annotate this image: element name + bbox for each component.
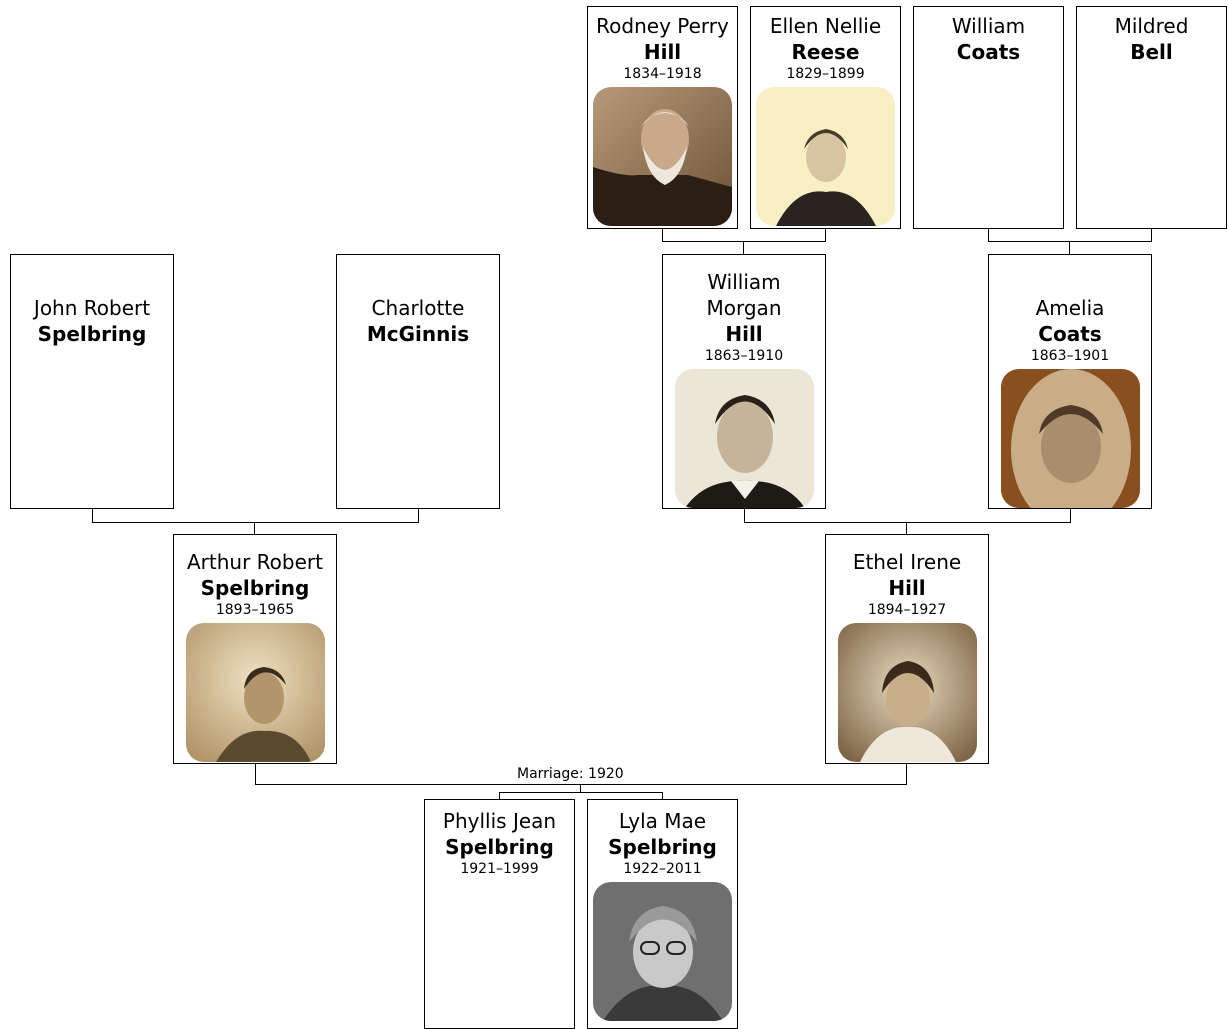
connector-line: [255, 764, 256, 784]
person-given-name: Rodney Perry: [596, 14, 729, 38]
person-given-name: Arthur Robert: [187, 550, 323, 574]
person-card-amelia-coats[interactable]: Amelia Coats 1863–1901: [988, 254, 1152, 509]
person-dates: 1834–1918: [623, 66, 702, 82]
person-surname: Hill: [643, 40, 682, 64]
portrait-photo[interactable]: [185, 623, 325, 762]
person-dates: 1863–1910: [704, 348, 784, 364]
person-given-name: Ethel Irene: [852, 550, 962, 574]
young-man-portrait-image: [674, 369, 814, 508]
person-surname: Hill: [725, 322, 763, 346]
person-surname: Coats: [956, 40, 1021, 64]
person-dates: 1921–1999: [460, 861, 539, 877]
person-dates: 1829–1899: [786, 66, 865, 82]
person-card-william-coats[interactable]: William Coats: [913, 6, 1064, 229]
connector-line: [580, 784, 581, 792]
person-dates: 1863–1901: [1030, 348, 1110, 364]
connector-line: [499, 792, 663, 793]
person-surname: Reese: [791, 40, 860, 64]
connector-line: [1069, 241, 1070, 255]
person-card-charlotte-mcginnis[interactable]: Charlotte McGinnis: [336, 254, 500, 509]
connector-line: [743, 241, 744, 255]
soldier-portrait-image: [185, 623, 325, 762]
person-given-name: Ellen Nellie: [769, 14, 882, 38]
person-card-ethel-irene-hill[interactable]: Ethel Irene Hill 1894–1927: [825, 534, 989, 764]
connector-line: [662, 229, 663, 241]
portrait-photo[interactable]: [1000, 369, 1140, 508]
connector-line: [744, 509, 745, 522]
person-card-lyla-mae-spelbring[interactable]: Lyla Mae Spelbring 1922–2011: [587, 799, 738, 1029]
connector-line: [906, 522, 907, 535]
person-dates: 1922–2011: [623, 861, 702, 877]
person-card-ellen-nellie-reese[interactable]: Ellen Nellie Reese 1829–1899: [750, 6, 901, 229]
marriage-connector-line: [255, 784, 907, 785]
person-surname: Bell: [1130, 40, 1173, 64]
person-surname: Spelbring: [200, 576, 310, 600]
person-card-john-robert-spelbring[interactable]: John Robert Spelbring: [10, 254, 174, 509]
person-surname: McGinnis: [366, 322, 470, 346]
person-given-name: Amelia: [1035, 296, 1105, 320]
person-given-name: Phyllis Jean: [442, 809, 557, 833]
woman-portrait-image: [756, 87, 895, 226]
portrait-photo[interactable]: [756, 87, 895, 226]
connector-line: [254, 522, 255, 535]
person-dates: 1894–1927: [867, 602, 947, 618]
person-card-rodney-perry-hill[interactable]: Rodney Perry Hill 1834–1918: [587, 6, 738, 229]
young-woman-portrait-image: [837, 623, 977, 762]
person-surname: Spelbring: [37, 322, 147, 346]
connector-line: [988, 241, 1152, 242]
connector-line: [92, 522, 419, 523]
person-given-name: Charlotte: [371, 296, 465, 320]
person-card-mildred-bell[interactable]: Mildred Bell: [1076, 6, 1227, 229]
person-given-name: Lyla Mae: [618, 809, 707, 833]
marriage-label: Marriage: 1920: [515, 766, 626, 782]
connector-line: [662, 241, 826, 242]
elderly-woman-glasses-portrait-image: [593, 882, 732, 1021]
portrait-photo[interactable]: [593, 87, 732, 226]
person-given-name: John Robert: [33, 296, 151, 320]
person-card-william-morgan-hill[interactable]: William Morgan Hill 1863–1910: [662, 254, 826, 509]
connector-line: [92, 509, 93, 522]
person-given-name: William Morgan: [706, 270, 782, 320]
person-surname: Spelbring: [445, 835, 554, 859]
connector-line: [662, 792, 663, 800]
portrait-photo[interactable]: [674, 369, 814, 508]
connector-line: [988, 229, 989, 241]
elderly-man-portrait-image: [593, 87, 732, 226]
person-card-phyllis-jean-spelbring[interactable]: Phyllis Jean Spelbring 1921–1999: [424, 799, 575, 1029]
connector-line: [418, 509, 419, 522]
woman-oval-frame-portrait-image: [1000, 369, 1140, 508]
connector-line: [499, 792, 500, 800]
person-card-arthur-robert-spelbring[interactable]: Arthur Robert Spelbring 1893–1965: [173, 534, 337, 764]
connector-line: [825, 229, 826, 241]
connector-line: [1070, 509, 1071, 522]
connector-line: [1151, 229, 1152, 241]
person-surname: Spelbring: [608, 835, 717, 859]
portrait-photo[interactable]: [837, 623, 977, 762]
person-given-name: William: [951, 14, 1026, 38]
connector-line: [744, 522, 1071, 523]
portrait-photo[interactable]: [593, 882, 732, 1021]
person-given-name: Mildred: [1114, 14, 1189, 38]
person-surname: Hill: [888, 576, 926, 600]
person-surname: Coats: [1038, 322, 1102, 346]
connector-line: [906, 764, 907, 784]
person-dates: 1893–1965: [215, 602, 295, 618]
